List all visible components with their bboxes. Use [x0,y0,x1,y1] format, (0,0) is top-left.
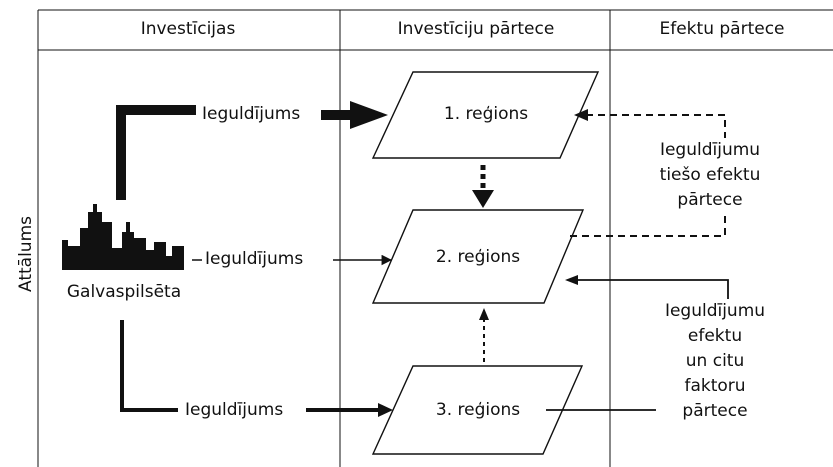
direct-effect-note-line-1: Ieguldījumu [659,140,761,160]
investment-label-2: Ieguldījums [205,249,304,269]
city-skyline-icon [62,204,184,270]
y-axis-label: Attālums [16,216,36,292]
header-effect-spillover: Efektu pārtece [659,19,785,39]
investment-label-3: Ieguldījums [185,400,284,420]
region-2-shape [371,209,585,304]
region-2-label: 2. reģions [435,247,521,267]
region1-to-region2-arrow [472,165,494,208]
investment-label-1: Ieguldījums [202,104,301,124]
direct-effect-loop-arrow [570,109,726,237]
region3-to-region2-arrow [479,308,489,362]
investment-arrow-3 [120,320,393,417]
region-3-shape [371,365,584,455]
capital-city-label: Galvaspilsēta [66,282,182,302]
table-frame [37,9,833,467]
other-factors-note-line-3: pārtece [682,401,748,421]
region-shapes [371,71,600,455]
other-factors-note-line-2: un citu faktoru [684,351,746,396]
investment-arrow-1 [116,101,388,200]
other-factors-note: Ieguldījumu efektu un citu faktoru pārte… [656,299,774,424]
region-1-shape [371,71,600,159]
region-1-label: 1. reģions [443,104,529,124]
other-factors-note-line-1: Ieguldījumu efektu [664,301,766,346]
region-3-label: 3. reģions [435,400,521,420]
header-investment-spillover: Investīciju pārtece [397,19,555,39]
direct-effect-note: Ieguldījumu tiešo efektu pārtece [655,138,765,213]
direct-effect-note-line-3: pārtece [677,190,743,210]
header-investments: Investīcijas [140,19,236,39]
direct-effect-note-line-2: tiešo efektu [659,165,761,185]
